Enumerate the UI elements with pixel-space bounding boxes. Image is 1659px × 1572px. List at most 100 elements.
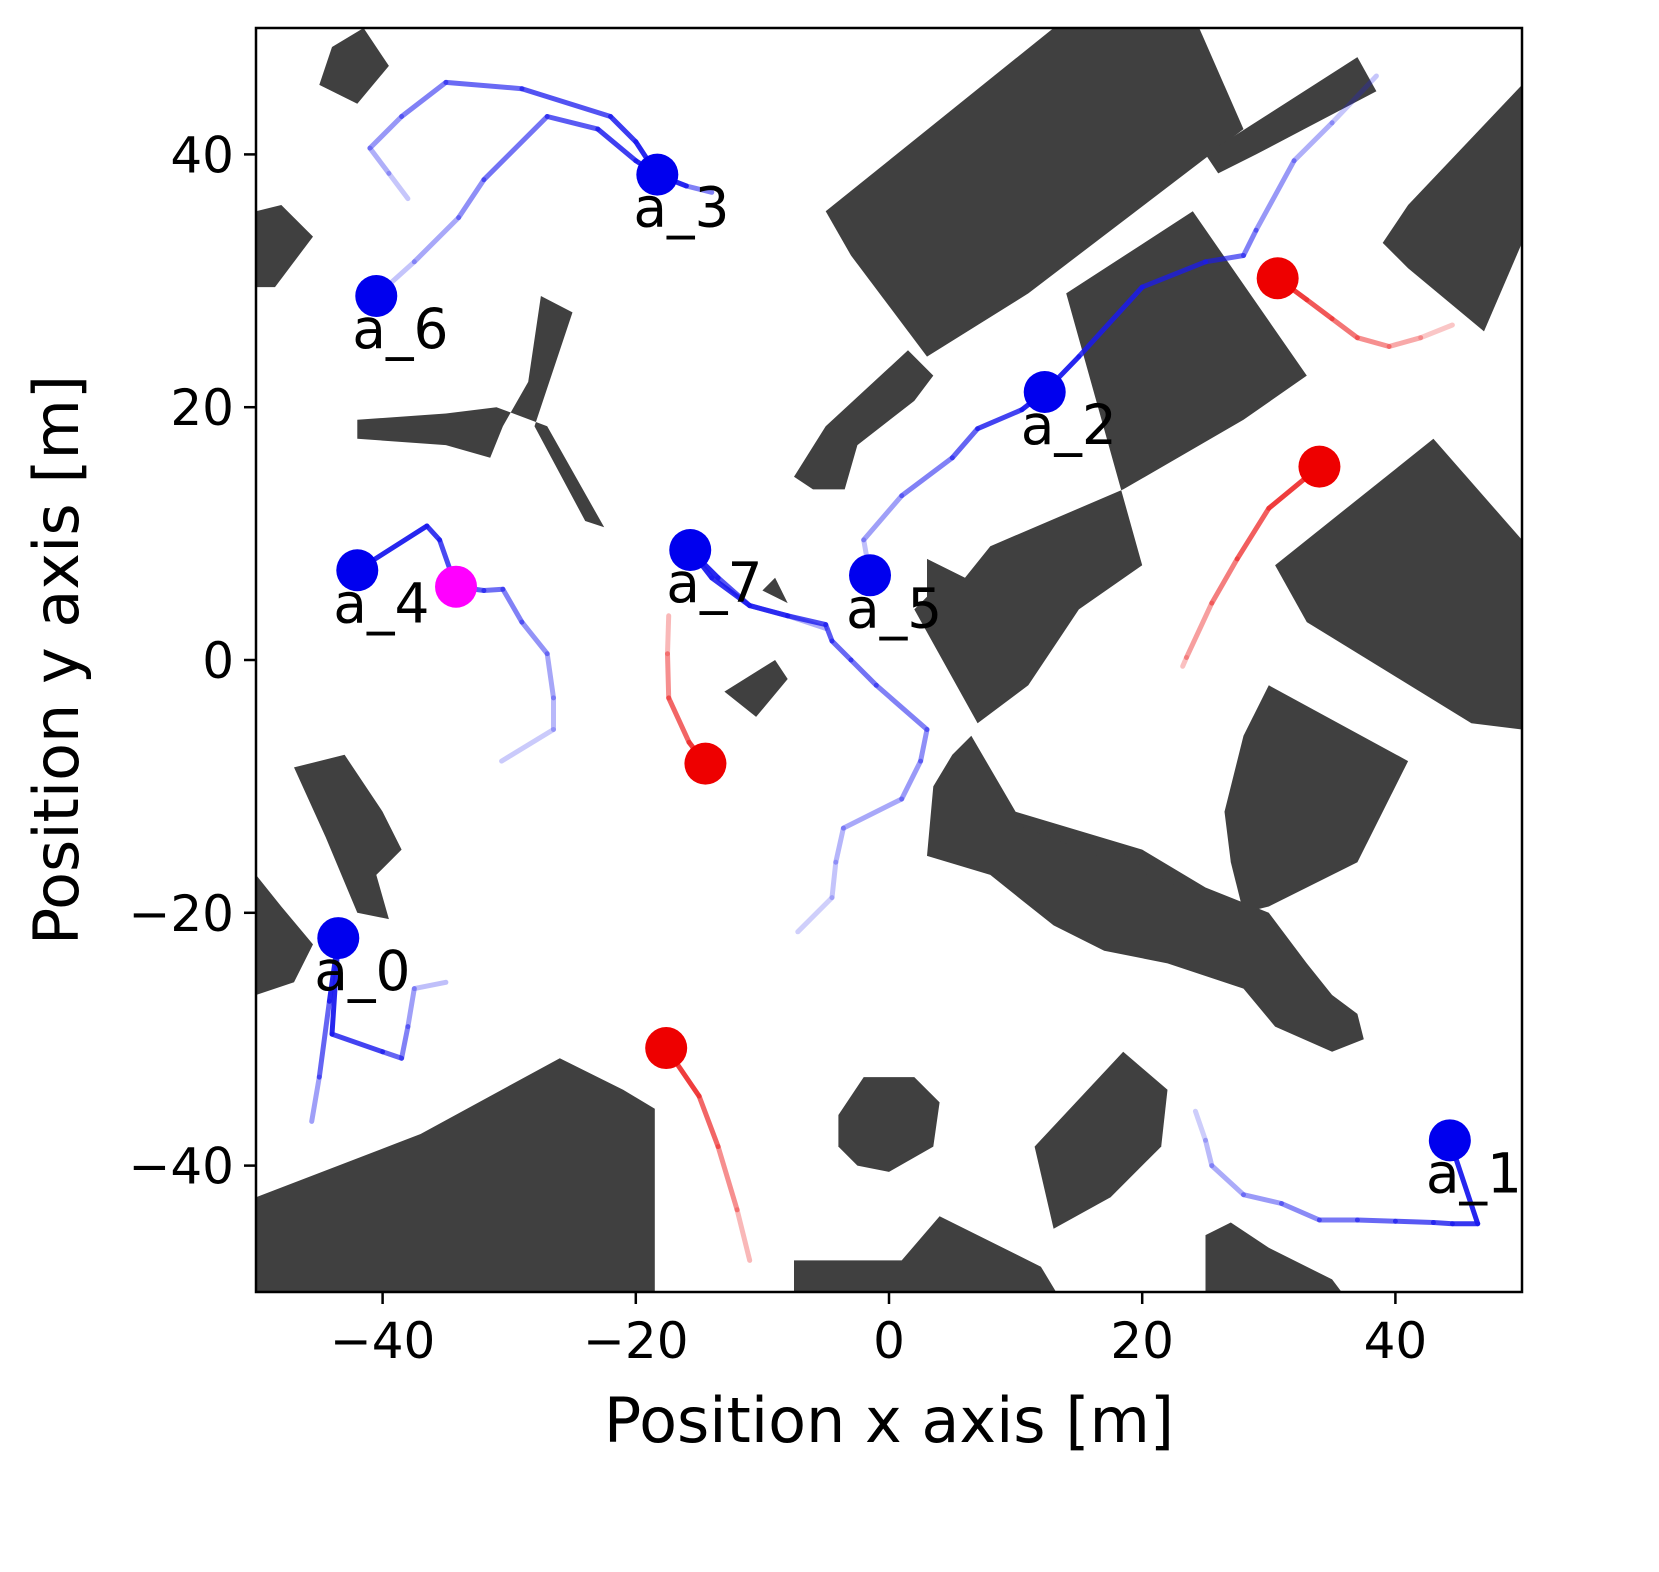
obstacle-14: [1015, 824, 1181, 888]
target-point-1: [1298, 445, 1341, 488]
agent-label-a_4: a_4: [333, 571, 429, 635]
trail-5-segment-3: [481, 114, 550, 183]
y-tick-label-2: 0: [202, 632, 234, 690]
obstacle-5: [794, 350, 934, 490]
trail-2-segment-6: [1279, 1201, 1322, 1223]
trail-9-segment-10: [840, 796, 905, 831]
agent-point-a_5: [849, 554, 892, 597]
trail-0-segment-1: [316, 998, 332, 1080]
x-tick-label-3: 20: [1110, 1312, 1174, 1370]
trail-9-segment-9: [899, 758, 924, 802]
trail-1-segment-1: [329, 1031, 386, 1055]
trail-8-segment-6: [519, 619, 550, 657]
agent-point-a_0: [317, 917, 360, 960]
target-trail-1-segment-2: [1209, 556, 1240, 606]
trail-8-segment-7: [544, 651, 556, 701]
trail-3-segment-4: [1241, 227, 1259, 258]
target-trail-0-segment-5: [1418, 322, 1455, 341]
target-point-2: [684, 742, 727, 785]
target-trail-2-segment-3: [665, 613, 672, 657]
trail-4-segment-4: [861, 493, 905, 543]
trail-8-segment-1: [424, 523, 443, 543]
target-trail-3-segment-3: [734, 1207, 753, 1263]
obstacles-layer: [256, 28, 1522, 1292]
trail-9-segment-6: [848, 657, 879, 688]
agent-point-a_7: [669, 529, 712, 572]
trail-5-segment-1: [595, 126, 639, 164]
obstacle-1: [256, 205, 313, 288]
trail-6-segment-4: [399, 79, 449, 119]
y-tick-label-0: −40: [128, 1138, 234, 1196]
trail-1-segment-4: [405, 986, 417, 1030]
trail-2-segment-4: [1354, 1217, 1398, 1224]
target-trail-1-segment-4: [1180, 655, 1189, 669]
x-tick-label-2: 0: [873, 1312, 905, 1370]
obstacle-2: [825, 28, 1244, 357]
obstacle-19: [794, 1216, 1057, 1292]
y-tick-label-4: 40: [170, 126, 234, 184]
trail-1-segment-5: [411, 979, 449, 992]
trail-5-segment-4: [456, 177, 487, 221]
obstacle-10: [294, 754, 402, 920]
trail-10-segment-1: [715, 575, 753, 609]
trail-4-segment-3: [899, 455, 955, 499]
agent-point-a_1: [1428, 1119, 1471, 1162]
agent-point-a_2: [1023, 371, 1066, 414]
trail-1-segment-3: [399, 1024, 411, 1061]
target-trail-3-segment-1: [696, 1093, 721, 1150]
target-trail-0-segment-1: [1304, 297, 1335, 322]
agent-point-a_3: [636, 153, 679, 196]
agent-label-a_6: a_6: [352, 297, 448, 361]
obstacle-13: [927, 735, 1364, 1052]
target-trail-3-segment-2: [715, 1144, 740, 1213]
trail-2-segment-3: [1392, 1218, 1436, 1225]
obstacle-3: [1205, 57, 1377, 174]
trail-3-segment-6: [1291, 120, 1335, 164]
trail-2-segment-7: [1241, 1192, 1284, 1206]
trail-9-segment-7: [873, 682, 930, 732]
trail-9-segment-3: [785, 613, 829, 628]
y-tick-label-1: −20: [128, 885, 234, 943]
trail-3-segment-2: [1139, 259, 1208, 290]
highlight-point-0: [435, 565, 478, 608]
trail-2-segment-10: [1192, 1108, 1208, 1143]
trail-10-segment-3: [785, 613, 829, 631]
trail-8-segment-9: [499, 727, 556, 764]
target-trail-0-segment-2: [1329, 316, 1360, 341]
agent-label-a_3: a_3: [633, 176, 729, 240]
x-tick-label-0: −40: [330, 1312, 436, 1370]
x-axis-label: Position x axis [m]: [604, 1384, 1174, 1457]
trail-2-segment-9: [1203, 1137, 1215, 1169]
trail-10-segment-2: [747, 603, 791, 619]
trail-9-segment-11: [833, 825, 846, 865]
agent-label-a_0: a_0: [314, 939, 410, 1003]
trail-2-segment-8: [1209, 1163, 1246, 1198]
target-trail-0-segment-4: [1386, 335, 1424, 349]
trail-0-segment-2: [309, 1074, 322, 1124]
agent-point-a_4: [336, 549, 379, 592]
obstacle-18: [1034, 1051, 1168, 1229]
trail-6-segment-1: [608, 114, 639, 145]
trail-8-segment-5: [500, 586, 525, 625]
trail-2-segment-2: [1430, 1220, 1455, 1227]
obstacle-8: [1275, 438, 1522, 730]
trail-3-segment-5: [1253, 158, 1297, 233]
trajectories-layer: [309, 73, 1481, 1227]
obstacle-7: [1382, 84, 1522, 332]
y-axis-label: Position y axis [m]: [20, 375, 93, 945]
obstacle-15: [1224, 685, 1409, 913]
trail-6-segment-2: [519, 86, 613, 119]
trail-9-segment-12: [829, 859, 839, 901]
target-trails-layer: [663, 275, 1455, 1263]
trail-6-segment-7: [386, 170, 411, 202]
agent-label-a_1: a_1: [1426, 1141, 1522, 1205]
obstacle-6: [914, 211, 1307, 724]
obstacle-20: [1205, 1222, 1342, 1292]
obstacle-9: [256, 874, 313, 995]
trail-5-segment-2: [544, 114, 601, 132]
trail-9-segment-13: [795, 895, 835, 935]
obstacle-17: [838, 1077, 940, 1172]
